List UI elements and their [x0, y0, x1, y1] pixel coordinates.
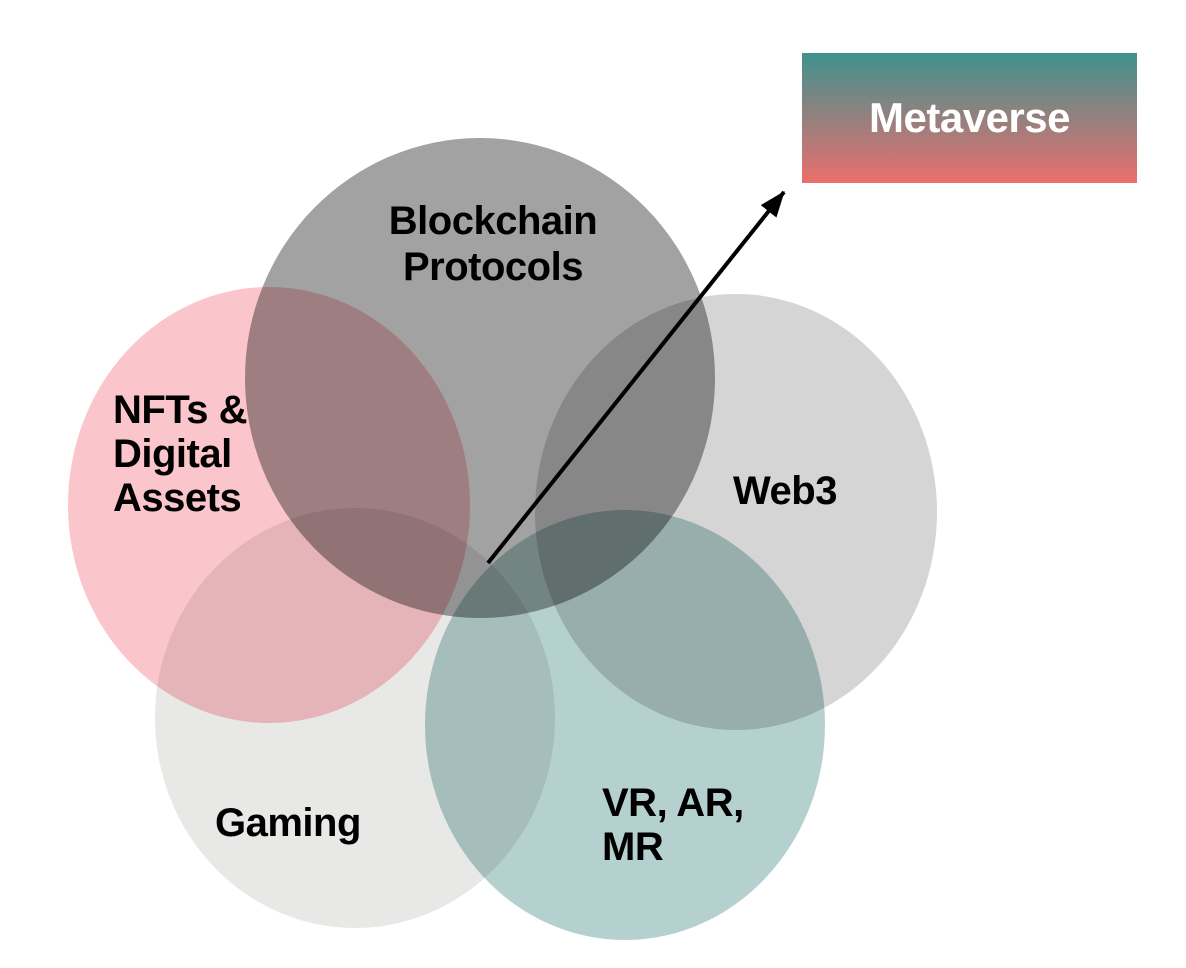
label-gaming: Gaming	[215, 801, 361, 845]
label-web3: Web3	[733, 469, 837, 513]
label-blockchain-protocols: Blockchain Protocols	[388, 199, 598, 290]
metaverse-box: Metaverse	[802, 53, 1137, 183]
circle-vr-ar-mr	[425, 510, 825, 940]
metaverse-label: Metaverse	[869, 94, 1070, 141]
label-nfts-digital-assets: NFTs & Digital Assets	[113, 388, 248, 520]
label-vr-ar-mr: VR, AR, MR	[602, 781, 744, 869]
